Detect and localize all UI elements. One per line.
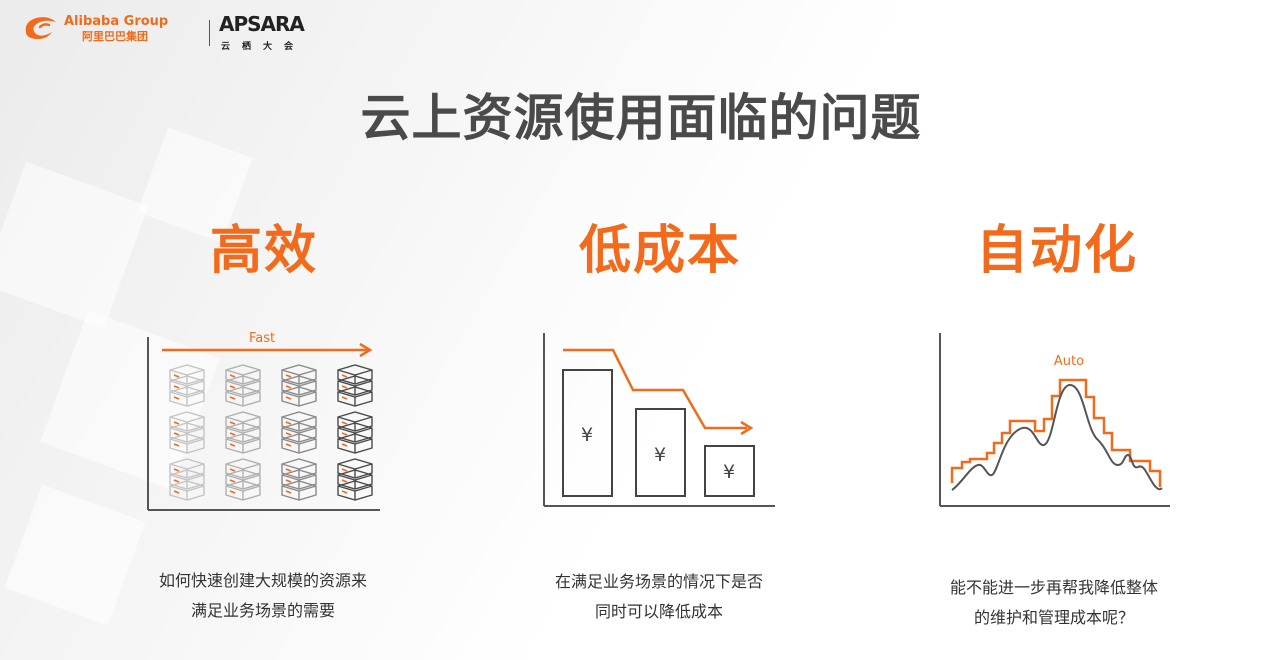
server-icon <box>225 411 261 454</box>
desc-line: 在满足业务场景的情况下是否 <box>554 572 763 591</box>
cost-bar <box>635 408 686 497</box>
server-icon <box>281 364 317 407</box>
server-icon <box>169 411 205 454</box>
server-icon <box>281 458 317 501</box>
server-icon <box>169 364 205 407</box>
apsara-logo: APSARA 云栖大会 <box>219 12 319 52</box>
desc-line: 如何快速创建大规模的资源来 <box>158 571 367 590</box>
desc-line: 同时可以降低成本 <box>594 602 723 621</box>
alibaba-en-name: Alibaba Group <box>64 14 168 29</box>
fast-label: Fast <box>249 331 275 346</box>
heading-automation: 自动化 <box>975 221 1138 281</box>
server-icon <box>225 364 261 407</box>
yen-icon: ¥ <box>654 444 666 466</box>
server-icon <box>337 458 373 501</box>
server-icon <box>169 458 205 501</box>
desc-efficiency: 如何快速创建大规模的资源来 满足业务场景的需要 <box>103 566 423 626</box>
cost-bar <box>704 445 755 497</box>
page-title: 云上资源使用面临的问题 <box>360 89 922 147</box>
cost-bars-icon: ¥ ¥ ¥ <box>543 333 775 507</box>
logo-divider <box>209 20 210 46</box>
desc-low-cost: 在满足业务场景的情况下是否 同时可以降低成本 <box>499 567 819 627</box>
desc-automation: 能不能进一步再帮我降低整体 的维护和管理成本呢？ <box>894 573 1214 633</box>
cost-bar <box>562 369 613 497</box>
alibaba-logo: Alibaba Group 阿里巴巴集团 <box>25 14 168 43</box>
server-icon <box>337 411 373 454</box>
heading-low-cost: 低成本 <box>578 221 741 281</box>
yen-icon: ¥ <box>723 461 735 483</box>
desc-line: 能不能进一步再帮我降低整体 <box>949 578 1158 597</box>
server-icon <box>281 411 317 454</box>
server-icon <box>337 364 373 407</box>
server-grid-icon: Fast <box>147 331 380 511</box>
desc-line: 的维护和管理成本呢？ <box>973 608 1134 627</box>
alibaba-mark-icon <box>25 17 56 40</box>
server-icon <box>225 458 261 501</box>
heading-efficiency: 高效 <box>209 221 318 281</box>
auto-scaling-curve-icon: Auto <box>939 333 1170 507</box>
apsara-sub: 云栖大会 <box>221 42 306 52</box>
alibaba-cn-name: 阿里巴巴集团 <box>82 29 148 43</box>
auto-label: Auto <box>1054 354 1084 369</box>
desc-line: 满足业务场景的需要 <box>190 601 335 620</box>
apsara-name: APSARA <box>219 12 305 36</box>
yen-icon: ¥ <box>581 424 593 446</box>
